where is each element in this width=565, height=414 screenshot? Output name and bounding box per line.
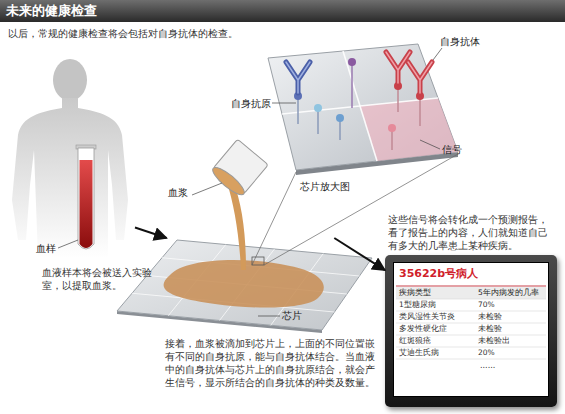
node-title: 血样 [36,242,56,255]
table-cell: 未检验出 [478,336,510,346]
antigen-head [394,82,402,90]
test-tube [78,148,94,249]
antibody-blue [286,62,310,93]
grid-line [282,98,438,114]
table-cell: 艾迪生氏病 [399,348,439,358]
antigen-pin [339,118,341,140]
antigen-head [388,124,396,132]
chip-plate [115,238,373,333]
antibody-shape [286,62,310,93]
table-cell: 70% [478,300,495,310]
part-label: 信号 [442,143,462,156]
zoom-panel [268,44,458,170]
note-text: 接着，血浆被滴加到芯片上，上面的不同位置嵌有不同的自身抗原，能与自身抗体结合。当… [165,337,377,389]
antigen-pin [297,96,299,124]
note-text: 血液样本将会被送入实验室，以提取血浆。 [42,266,156,292]
table-cell: 5年内病发的几率 [478,288,539,298]
flow-arrow [135,228,167,238]
grid-line [147,276,347,295]
antigen-head [348,58,356,66]
antigen-head [314,104,322,112]
leader-line [420,140,440,149]
antibody-highlight [408,62,432,93]
antigen-head [294,92,302,100]
title-bar [0,0,565,22]
node-title: 芯片 [282,309,302,322]
beaker-mouth [209,164,247,199]
beaker [209,139,268,198]
part-label: 芯片放大图 [300,180,350,193]
table-cell: ...... [480,361,495,371]
part-label: 自身抗原 [231,97,271,110]
table-cell: 类风湿性关节炎 [399,312,455,322]
antibody-shape [408,62,432,93]
antibody-red [386,52,432,93]
table-cell: 疾病类型 [399,288,431,298]
antigen-pin [397,86,399,112]
antibody-highlight [386,52,410,83]
table-cell: 1型糖尿病 [399,300,436,310]
table-cell: 红斑狼疮 [399,336,431,346]
subtitle: 以后，常规的健康检查将会包括对自身抗体的检查。 [8,27,238,40]
part-label: 自身抗体 [440,35,480,48]
table-cell: 多发性硬化症 [399,324,447,334]
antigen-pin [351,62,353,108]
antigen-pin [317,108,319,134]
blood-sample-node: 血样 [8,55,135,258]
table-cell: 20% [478,348,495,358]
antibody-highlight [286,62,310,93]
leader-line [433,48,442,60]
blood-sample [80,160,93,248]
part-label: 血浆 [168,186,188,199]
chip-grid [132,245,360,326]
person-head [53,59,87,101]
table-cell: 未检验 [478,312,502,322]
chip-surface [117,240,372,330]
grid-line [162,258,360,276]
table-cell: 未检验 [478,324,502,334]
antigen-pin [391,128,393,150]
antibody-shape [386,52,410,83]
node-title: 35622b号病人 [399,267,478,281]
chip-node: 芯片 [115,238,373,333]
title-text: 未来的健康检查 [6,3,97,20]
leader-line [272,103,296,104]
person-figure [8,55,135,258]
grid-line [343,51,377,161]
grid-line [132,293,335,312]
note-text: 这些信号将会转化成一个预测报告，看了报告上的内容，人们就知道自己有多大的几率患上… [388,213,556,252]
antigen-head [336,114,344,122]
panel-edge [296,152,458,175]
beaker-body [213,139,268,194]
antigen-pin [419,96,421,126]
leader-line [192,183,222,195]
antigen-head [416,92,424,100]
person-body [12,98,128,258]
